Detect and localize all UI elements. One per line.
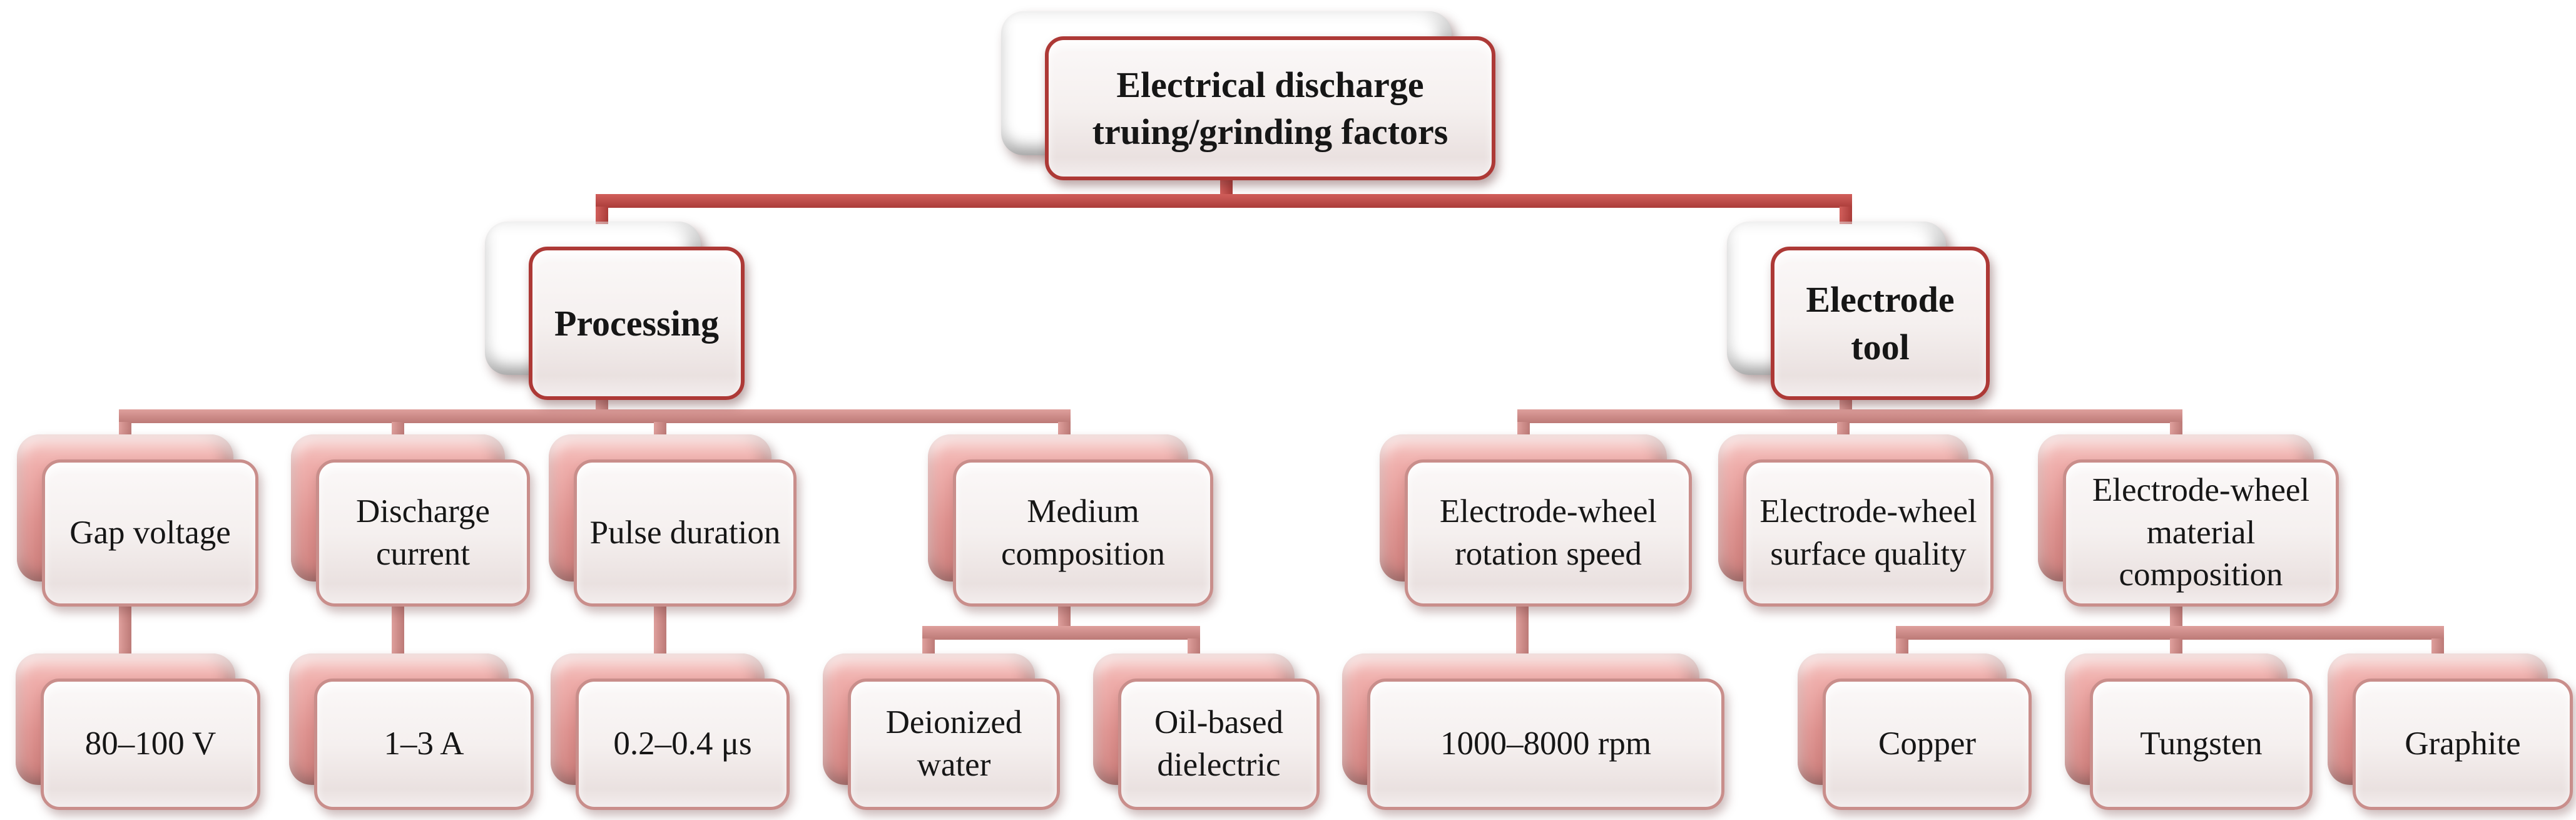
connector-root-stub [1220,178,1233,195]
node-label: 80–100 V [84,725,216,762]
node-graphite: Graphite [2328,653,2573,810]
connector-to-discharge-current [392,422,404,437]
node-gap-voltage-range-front-panel: 80–100 V [41,679,260,810]
node-label: Electrode-wheel rotation speed [1439,493,1657,572]
connector-to-graphite [2431,638,2444,656]
connector-to-surface-quality [1837,422,1850,437]
node-deionized-water-front-panel: Deionized water [848,679,1060,810]
node-gap-voltage: Gap voltage [17,434,258,607]
connector-to-copper [1896,638,1908,656]
node-label: Pulse duration [589,514,781,551]
node-copper: Copper [1798,653,2032,810]
node-tungsten: Tungsten [2065,653,2313,810]
node-label: Copper [1878,725,1977,762]
node-wheel-surface-quality: Electrode-wheel surface quality [1718,434,1993,607]
connector-pulse-duration-value [654,603,666,656]
node-discharge-current-range: 1–3 A [289,653,534,810]
connector-to-pulse-duration [654,422,666,437]
node-label: 1–3 A [384,725,464,762]
node-copper-front-panel: Copper [1823,679,2032,810]
node-label: Oil-based dielectric [1154,704,1284,783]
node-gap-voltage-range: 80–100 V [16,653,260,810]
node-label: Electrical discharge truing/grinding fac… [1092,64,1448,152]
node-graphite-front-panel: Graphite [2353,679,2573,810]
node-wheel-surface-quality-front-panel: Electrode-wheel surface quality [1743,459,1993,607]
node-processing: Processing [485,222,745,400]
node-discharge-current: Discharge current [291,434,530,607]
connector-medium-bar [922,626,1200,640]
connector-to-rotation-speed [1517,422,1530,437]
node-gap-voltage-front-panel: Gap voltage [42,459,258,607]
node-label: Electrode-wheel surface quality [1759,493,1977,572]
node-medium-composition-front-panel: Medium composition [953,459,1213,607]
node-label: Tungsten [2140,725,2263,762]
connector-electrode-stub [1840,397,1852,411]
connector-material-bar [1896,626,2444,640]
connector-to-gap-voltage [119,422,131,437]
connector-to-processing [596,207,608,224]
node-label: Graphite [2405,725,2521,762]
node-oil-based-dielectric: Oil-based dielectric [1093,653,1320,810]
connector-to-material-composition [2170,422,2182,437]
connector-to-deionized-water [922,638,935,656]
node-pulse-duration-range: 0.2–0.4 μs [551,653,790,810]
connector-electrode-bar [1517,409,2182,423]
connector-material-stub [2170,603,2182,627]
node-tungsten-front-panel: Tungsten [2090,679,2313,810]
connector-to-tungsten [2170,638,2182,656]
node-rotation-speed-range: 1000–8000 rpm [1342,653,1724,810]
connector-root-bar [596,194,1852,208]
node-wheel-material-composition: Electrode-wheel material composition [2038,434,2339,607]
node-label: Medium composition [1000,493,1166,572]
connector-medium-stub [1058,603,1071,627]
node-label: Electrode-wheel material composition [2092,471,2310,593]
node-electrode-tool-front-panel: Electrode tool [1771,247,1990,400]
connector-gap-voltage-value [119,603,131,656]
node-wheel-rotation-speed: Electrode-wheel rotation speed [1380,434,1692,607]
node-discharge-current-front-panel: Discharge current [316,459,530,607]
node-label: Gap voltage [69,514,231,551]
node-processing-front-panel: Processing [529,247,745,400]
node-root-front-panel: Electrical discharge truing/grinding fac… [1045,36,1495,180]
node-oil-based-dielectric-front-panel: Oil-based dielectric [1118,679,1320,810]
node-label: 0.2–0.4 μs [613,725,752,762]
connector-discharge-current-value [392,603,404,656]
node-wheel-material-composition-front-panel: Electrode-wheel material composition [2063,459,2339,607]
node-label: Discharge current [356,493,490,572]
connector-rotation-speed-value [1516,603,1529,656]
node-pulse-duration-range-front-panel: 0.2–0.4 μs [576,679,790,810]
node-pulse-duration: Pulse duration [549,434,797,607]
node-rotation-speed-range-front-panel: 1000–8000 rpm [1367,679,1724,810]
node-discharge-current-range-front-panel: 1–3 A [314,679,534,810]
node-medium-composition: Medium composition [928,434,1213,607]
node-label: Processing [554,302,720,344]
connector-to-oil-based [1188,638,1200,656]
node-label: Deionized water [885,704,1022,783]
connector-processing-stub [596,397,608,411]
node-pulse-duration-front-panel: Pulse duration [574,459,797,607]
node-root: Electrical discharge truing/grinding fac… [1001,11,1495,180]
connector-processing-bar [119,409,1071,423]
node-deionized-water: Deionized water [823,653,1060,810]
connector-to-medium-composition [1058,422,1071,437]
connector-to-electrode-tool [1840,207,1852,224]
node-electrode-tool: Electrode tool [1727,222,1990,400]
node-label: 1000–8000 rpm [1440,725,1652,762]
node-wheel-rotation-speed-front-panel: Electrode-wheel rotation speed [1405,459,1692,607]
node-label: Electrode tool [1806,279,1955,367]
